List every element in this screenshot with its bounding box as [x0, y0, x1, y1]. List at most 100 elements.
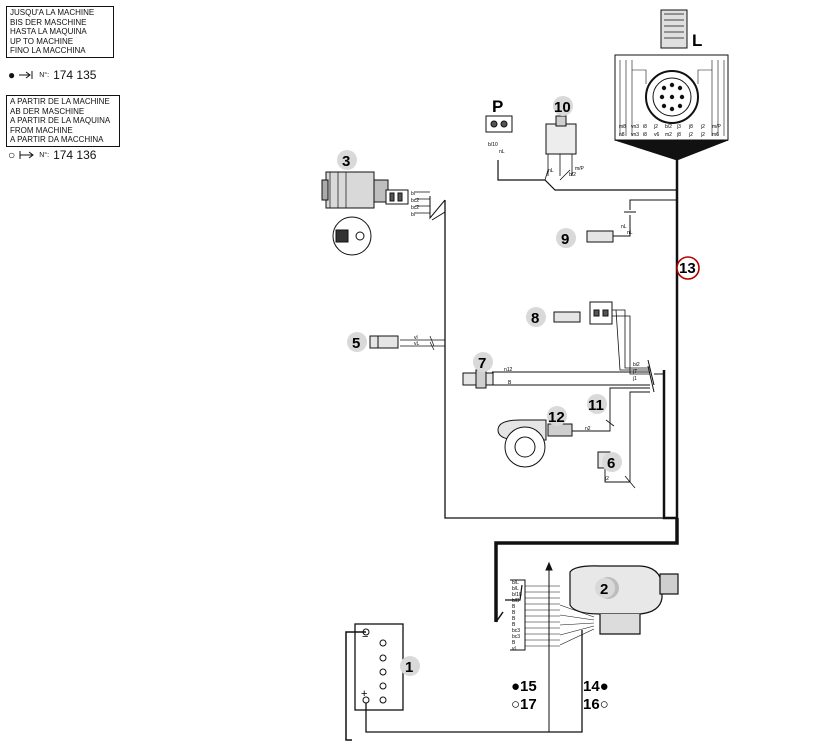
sensor-5 — [369, 335, 399, 349]
legend-from-box: A PARTIR DE LA MACHINE AB DER MASCHINE A… — [6, 95, 120, 147]
sensor-8 — [553, 301, 613, 325]
sensor-7 — [462, 369, 494, 389]
label-9: 9 — [561, 231, 569, 248]
battery-plus: + — [361, 688, 367, 700]
wire-label: bc3 — [512, 628, 520, 634]
connector-p — [485, 115, 513, 133]
wire-label: j8 — [688, 124, 693, 130]
label-8: 8 — [531, 310, 539, 327]
legend-up-to-line: BIS DER MASCHINE — [10, 17, 87, 27]
starter-motor-2 — [569, 565, 679, 635]
label-12: 12 — [548, 409, 565, 426]
label-l: L — [692, 31, 702, 50]
wire-label: vl — [414, 335, 418, 341]
connector-l-pins — [659, 82, 685, 112]
wire-label: b/L — [512, 580, 519, 586]
wire-label: m6 — [712, 132, 719, 138]
badge-group — [337, 96, 700, 676]
wire-label: n2 — [585, 426, 591, 432]
label-p: P — [492, 97, 503, 116]
wire-label: j7 — [632, 369, 637, 375]
wire-label: B — [512, 610, 516, 616]
label-14: 14● — [583, 678, 609, 695]
label-13: 13 — [679, 260, 696, 277]
connector-l-fan — [614, 139, 729, 161]
wire-label: vL — [512, 646, 518, 652]
wire-label: nL — [621, 224, 627, 230]
label-11: 11 — [588, 397, 604, 414]
wire-label: m/P — [575, 166, 585, 172]
connector-l — [614, 9, 729, 141]
battery-ground-wire — [345, 631, 366, 741]
wire-label: j2 — [700, 132, 705, 138]
wire-label: j3 — [676, 124, 681, 130]
wire-label: bl — [411, 191, 415, 197]
wire-label: m8 — [619, 124, 626, 130]
component-12 — [497, 419, 573, 468]
legend-up-to-line: HASTA LA MAQUINA — [10, 27, 87, 37]
wire-label: j2 — [700, 124, 705, 130]
left-bus — [444, 200, 664, 519]
main-harness — [662, 160, 679, 520]
wire-label: b/L — [512, 586, 519, 592]
legend-from-line: A PARTIR DE LA MACHINE — [10, 97, 110, 106]
arrow-stop-icon — [19, 68, 35, 82]
wire-label: b/10 — [488, 142, 498, 148]
label-6: 6 — [607, 455, 615, 472]
label-3: 3 — [342, 153, 350, 170]
wire-label: B — [512, 640, 516, 646]
legend-from-line: A PARTIR DA MACCHINA — [10, 135, 104, 145]
wire-label: i8 — [643, 124, 647, 130]
battery-minus: − — [362, 631, 368, 643]
wire-label: j2 — [688, 132, 693, 138]
wire-label: v6 — [654, 132, 660, 138]
wire-label: nL — [548, 168, 554, 174]
top-bus — [497, 160, 677, 191]
wire-label: j2 — [653, 124, 658, 130]
wire-label: vn3 — [631, 132, 639, 138]
wire-label: m/P — [712, 124, 722, 130]
wire-label: bl — [411, 212, 415, 218]
main-harness-lower — [494, 518, 679, 622]
label-17: ○17 — [511, 696, 537, 713]
wire-label: b/2 — [665, 124, 672, 130]
hollow-dot-icon: ○ — [8, 148, 16, 162]
label-16: 16○ — [583, 696, 609, 713]
wire-label: b/10 — [512, 592, 522, 598]
wire-label: B — [512, 616, 516, 622]
wire-label: vn3 — [631, 124, 639, 130]
label-7: 7 — [478, 355, 486, 372]
serial-n-label: N°: — [39, 151, 50, 159]
wire-label: vL — [414, 341, 420, 347]
arrow-start-icon — [19, 148, 35, 162]
legend-up-to-line: UP TO MACHINE — [10, 36, 74, 46]
wire-label: j1 — [632, 376, 637, 382]
wire-label: B — [512, 622, 516, 628]
legend-from-line: FROM MACHINE — [10, 125, 73, 135]
serial-number: 174 136 — [53, 148, 97, 162]
battery-positive-wire — [365, 630, 583, 733]
wire-label: n8 — [619, 132, 625, 138]
wire-label: b/2 — [569, 172, 576, 178]
serial-number: 174 135 — [53, 68, 97, 82]
alternator-3 — [321, 171, 409, 256]
legend-from-line: AB DER MASCHINE — [10, 106, 85, 116]
legend-up-to-line: FINO LA MACCHINA — [10, 46, 86, 56]
wire-label: bc3 — [512, 634, 520, 640]
legend-up-to-box: JUSQU'A LA MACHINE BIS DER MASCHINE HAST… — [6, 6, 114, 58]
filled-dot-icon: ● — [8, 68, 16, 82]
relay-10 — [545, 115, 577, 155]
label-15: ●15 — [511, 678, 537, 695]
wire-label: i8 — [643, 132, 647, 138]
label-5: 5 — [352, 335, 360, 352]
wire-label: m2 — [665, 132, 672, 138]
wire-label: j8 — [676, 132, 681, 138]
label-1: 1 — [405, 659, 413, 676]
wire-label: bc2 — [411, 198, 419, 204]
legend-from-serial: ○ N°: 174 136 — [8, 148, 96, 162]
wire-label: j2 — [604, 476, 609, 482]
legend-from-line: A PARTIR DE LA MAQUINA — [10, 116, 111, 126]
wire-label: nL — [627, 230, 633, 236]
wire-label: bc2 — [411, 205, 419, 211]
